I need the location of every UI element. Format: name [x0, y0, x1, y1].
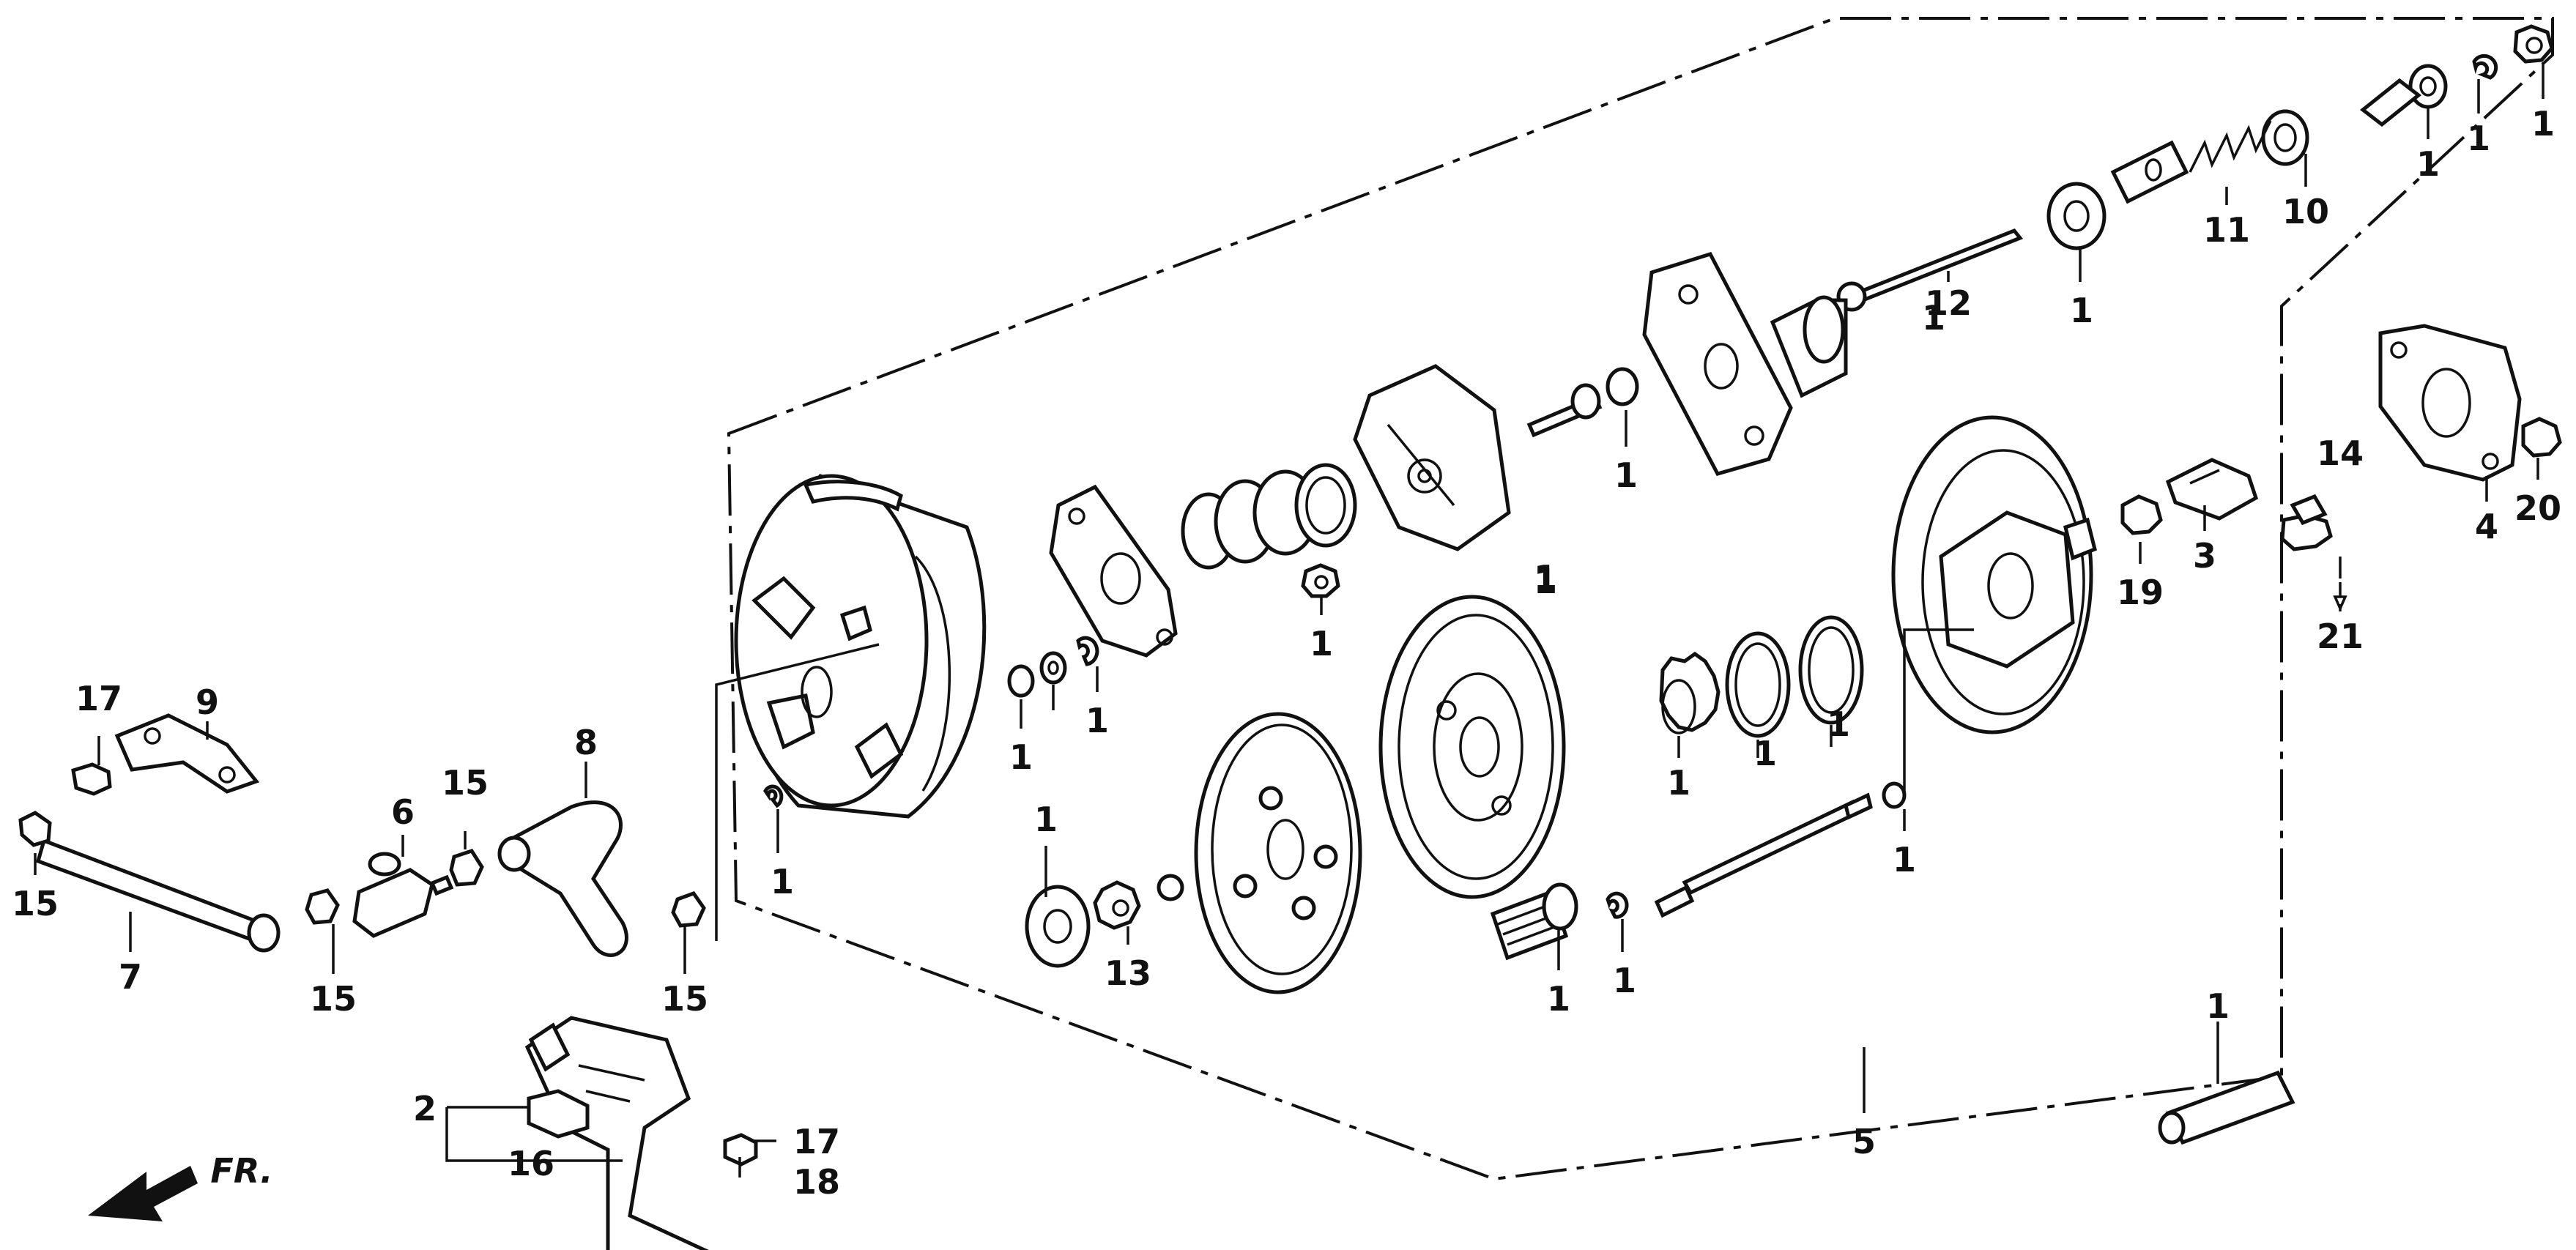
callout-1-washer-a: 1 — [1009, 737, 1033, 777]
bolt-17-lower — [723, 1133, 758, 1178]
push-rod-assembly — [1490, 781, 1907, 961]
return-springs — [1181, 463, 1357, 570]
booster-front-shell — [734, 474, 987, 819]
diaphragm-plate-b — [1378, 595, 1566, 899]
callout-15-mid: 15 — [310, 979, 357, 1019]
direction-arrow: FR. — [88, 1151, 273, 1221]
callout-1-clip: 1 — [2467, 119, 2490, 158]
callout-5: 5 — [1852, 1122, 1876, 1161]
callout-1-ring-b: 1 — [1753, 734, 1777, 773]
callout-1-valve: 1 — [1614, 455, 1638, 495]
leader-lines — [34, 62, 2545, 1162]
callout-1-seal-low: 1 — [1547, 979, 1570, 1019]
callout-2: 2 — [413, 1089, 437, 1128]
callout-16: 16 — [508, 1144, 554, 1183]
bolt-14 — [2280, 494, 2333, 551]
callout-1-ring-c: 1 — [1827, 704, 1850, 744]
seal-rings-center — [1659, 615, 1864, 738]
callout-7: 7 — [119, 957, 142, 997]
callout-1-clip-left: 1 — [771, 862, 794, 901]
callout-1-ring-a: 1 — [1667, 763, 1690, 803]
diaphragm-plate-a — [1194, 712, 1362, 994]
callout-1-seal: 1 — [2070, 291, 2093, 330]
callout-1-oring: 1 — [1893, 840, 1916, 879]
callout-1-clip-low: 1 — [1613, 961, 1636, 1000]
callout-1-washer: 1 — [2416, 144, 2440, 184]
washer-13 — [1025, 874, 1184, 968]
grease-tube — [2158, 1070, 2295, 1145]
small-washers-left — [763, 636, 1099, 808]
callout-1-diaphragm-b: 1 — [1922, 298, 1945, 338]
bolt-17-upper — [71, 762, 112, 796]
callout-18: 18 — [793, 1162, 840, 1202]
callout-10: 10 — [2282, 192, 2329, 231]
callout-1-washer-b: 1 — [1085, 701, 1109, 740]
callout-11: 11 — [2203, 210, 2250, 250]
check-valve-6 — [352, 852, 454, 938]
callout-1-diaphragm: 1 — [1534, 562, 1557, 601]
callout-14: 14 — [2317, 434, 2364, 473]
callout-4: 4 — [2475, 507, 2498, 546]
callout-1-cap: 1 — [2531, 104, 2555, 144]
callout-20: 20 — [2514, 488, 2561, 528]
flange-plate — [1049, 484, 1178, 658]
bracket-9 — [114, 713, 260, 794]
front-housing-cover — [1353, 364, 1511, 551]
callout-1-washer-large: 1 — [1034, 800, 1058, 839]
callout-13: 13 — [1105, 953, 1151, 993]
callout-12: 12 — [1925, 283, 1972, 323]
vacuum-hose-8 — [497, 800, 628, 957]
nut-20 — [2521, 417, 2562, 458]
callout-6: 6 — [391, 792, 415, 832]
callouts: 1 1 1 1 1 1 1 1 1 1 1 1 1 1 1 1 1 1 1 1 … — [12, 104, 2561, 1202]
callout-17-lower: 17 — [793, 1122, 840, 1161]
nut-19 — [2120, 494, 2163, 535]
bracket-16 — [524, 1016, 709, 1250]
vacuum-sensor-3 — [2165, 458, 2259, 521]
valve-body-assembly — [1835, 24, 2554, 312]
sensor-2 — [527, 1089, 590, 1139]
direction-label: FR. — [210, 1151, 272, 1191]
callout-1-plate: 1 — [1534, 558, 1557, 598]
callout-19: 19 — [2117, 573, 2164, 612]
gasket-4 — [2378, 324, 2522, 482]
callout-9: 9 — [196, 682, 219, 722]
vacuum-hose-7 — [18, 811, 281, 953]
clip-21 — [2333, 582, 2347, 612]
valve-housing-plate — [1642, 251, 1848, 476]
nut-center — [1301, 563, 1340, 598]
booster-rear-shell — [1891, 415, 2097, 734]
callout-17-upper: 17 — [75, 679, 122, 718]
hose-clamps — [305, 849, 706, 928]
callout-1-nut: 1 — [1310, 624, 1333, 663]
small-valve-parts — [1526, 367, 1639, 438]
callout-8: 8 — [574, 723, 598, 762]
callout-3: 3 — [2193, 536, 2216, 576]
callout-21: 21 — [2317, 617, 2364, 656]
callout-1-grease: 1 — [2206, 986, 2230, 1026]
assembly-outline — [727, 17, 2554, 1181]
callout-15-left: 15 — [12, 884, 59, 923]
callout-15-right: 15 — [661, 979, 708, 1019]
callout-15-upper: 15 — [442, 763, 489, 803]
